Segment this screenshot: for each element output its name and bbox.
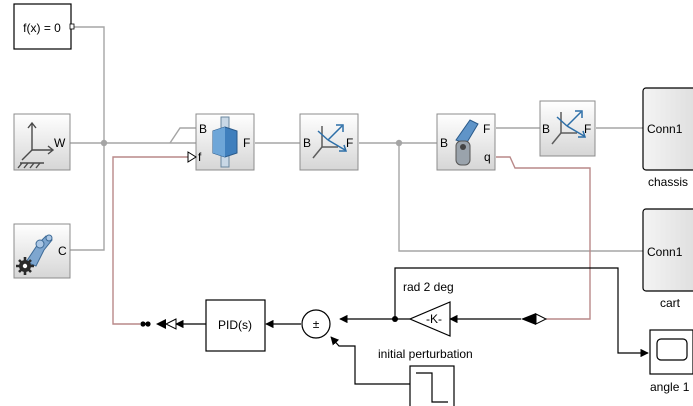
pid-label: PID(s) [218,318,252,332]
chassis-subsystem-block[interactable]: Conn1 chassis [642,87,693,189]
junction-dot [392,316,398,322]
simulink-to-ps-converter[interactable] [140,318,177,330]
chassis-block-name: chassis [648,175,688,189]
ps-to-simulink-converter[interactable] [521,313,548,325]
rigid-transform-block-2[interactable]: B F [539,100,596,157]
connection-q-output [496,156,591,320]
connection-constraint [72,26,105,143]
transform1-b-port-label: B [303,136,311,150]
sum-block[interactable]: ± [301,309,331,339]
gain-block-name: rad 2 deg [403,280,454,294]
cart-subsystem-block[interactable]: Conn1 cart [642,208,693,310]
transform-axes-icon [312,124,348,159]
step-icon [416,372,448,403]
connection-step-sum [330,336,410,385]
robot-arm-icon [25,234,53,267]
mechanism-config-block[interactable]: C [13,223,71,279]
config-port-label: C [58,244,67,258]
revolute-b-port-label: B [440,136,448,150]
pid-controller-block[interactable]: PID(s) [205,299,266,352]
revolute-joint-icon [455,119,479,166]
sum-signs-label: ± [313,317,320,331]
revolute-f-port-label: F [483,122,490,136]
prismatic-b-port-label: B [199,122,207,136]
scope-block[interactable]: angle 1 [649,329,693,394]
cart-block-name: cart [660,296,681,310]
prismatic-joint-block[interactable]: B F f [187,113,255,171]
chassis-port-label: Conn1 [647,122,683,136]
gain-label: -K- [426,312,442,326]
connection-world-prismatic [169,127,196,144]
transform2-f-port-label: F [584,122,591,136]
signal-connections[interactable] [175,267,649,385]
connection-to-cart [398,143,643,252]
prismatic-f-port-label: F [243,136,250,150]
step-block-name: initial perturbation [378,347,473,361]
connection-config [70,143,105,251]
physical-signal-connections[interactable] [112,156,591,325]
revolute-joint-block[interactable]: B F q [436,113,496,171]
junction-dot [395,139,403,147]
connection-branch-scope [394,267,649,358]
world-frame-icon [17,121,55,169]
revolute-q-port-label: q [484,150,491,164]
force-input-port-icon [187,151,197,163]
prismatic-joint-icon [212,116,238,168]
rigid-transform-block-1[interactable]: B F [299,113,359,171]
world-frame-block[interactable]: W [13,113,71,171]
gain-block[interactable]: -K- rad 2 deg [403,280,454,337]
gear-icon [16,257,34,275]
cart-port-label: Conn1 [647,245,683,259]
scope-screen-icon [656,338,688,361]
scope-block-name: angle 1 [650,380,690,394]
transform2-b-port-label: B [542,122,550,136]
junction-dot [100,139,108,147]
prismatic-force-port-label: f [198,150,202,164]
step-block[interactable]: initial perturbation [378,347,473,406]
transform1-f-port-label: F [346,136,353,150]
solver-config-label: f(x) = 0 [23,21,61,35]
solver-config-block[interactable]: f(x) = 0 [13,3,75,50]
connection-force-input [112,156,188,325]
world-port-label: W [54,136,66,150]
transform-axes-icon [551,110,587,145]
